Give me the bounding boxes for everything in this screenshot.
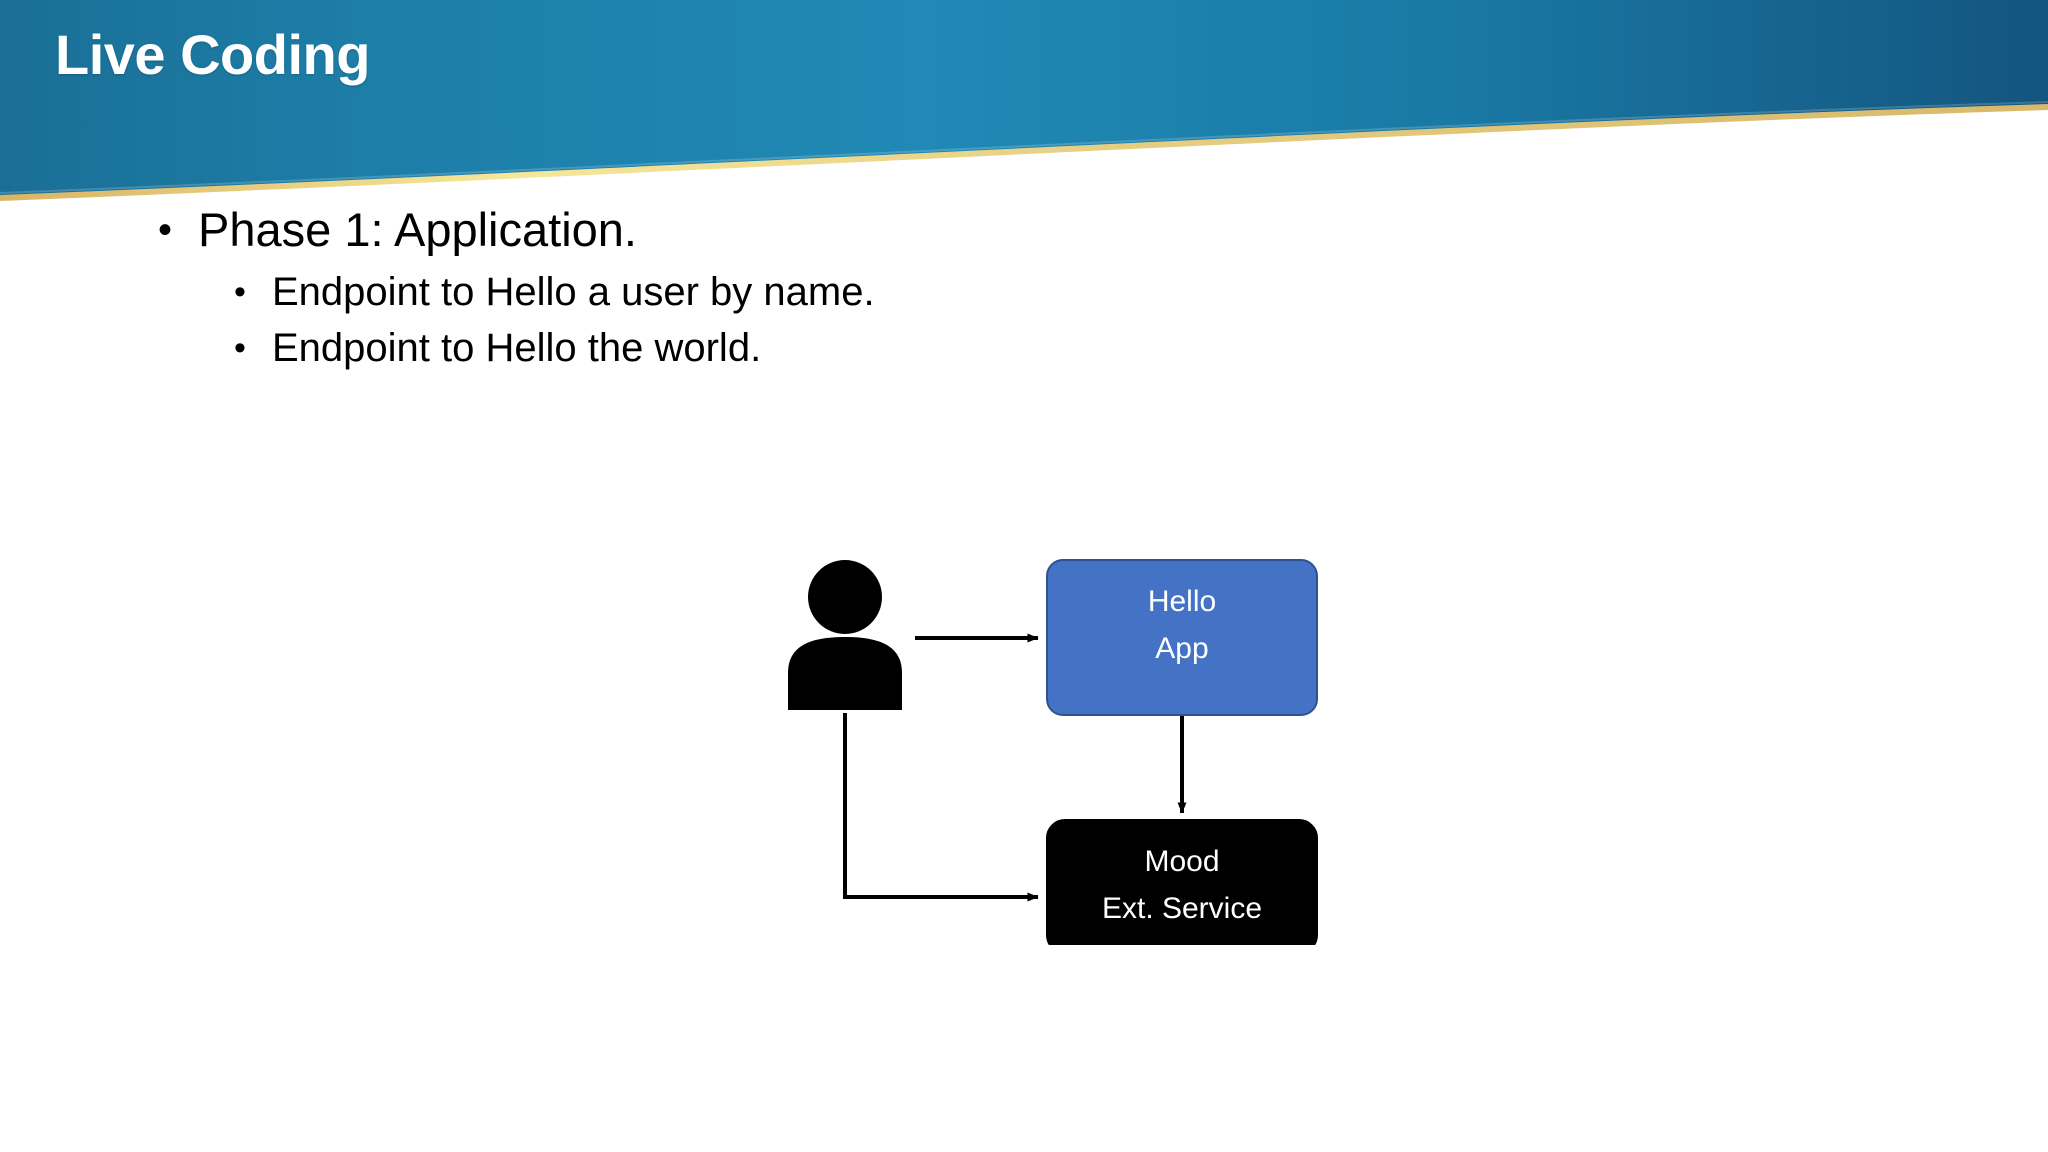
bullet-level2-text: Endpoint to Hello a user by name.: [272, 270, 875, 315]
banner-fill: [0, 0, 2048, 196]
banner-accent-highlight: [0, 101, 2048, 194]
node-hello-app-box[interactable]: [1046, 559, 1318, 716]
node-mood-ext-service[interactable]: Mood Ext. Service: [1046, 819, 1318, 945]
node-hello-app-label-line2: App: [1155, 632, 1208, 665]
content-body: • Phase 1: Application. • Endpoint to He…: [0, 200, 2048, 378]
node-mood-ext-service-label-line1: Mood: [1144, 845, 1219, 878]
page-title: Live Coding: [55, 23, 370, 86]
bullet-level2-text: Endpoint to Hello the world.: [272, 326, 762, 371]
bullet-glyph: •: [234, 273, 246, 312]
architecture-diagram: Hello App Mood Ext. Service: [760, 525, 1360, 945]
bullet-glyph: •: [234, 329, 246, 368]
node-hello-app[interactable]: Hello App: [1046, 559, 1318, 716]
node-mood-ext-service-box[interactable]: [1046, 819, 1318, 945]
node-mood-ext-service-label-line2: Ext. Service: [1102, 892, 1262, 925]
bullet-glyph: •: [158, 208, 173, 252]
header-banner: Live Coding: [0, 0, 2048, 215]
edge-actor-to-mood-service: [843, 713, 1039, 902]
bullet-level2-item: • Endpoint to Hello a user by name.: [0, 266, 2048, 318]
node-hello-app-label-line1: Hello: [1148, 585, 1216, 618]
banner-accent-line: [0, 104, 2048, 201]
bullet-level1-item: • Phase 1: Application.: [0, 200, 2048, 260]
bullet-level2-item: • Endpoint to Hello the world.: [0, 322, 2048, 374]
bullet-level1-text: Phase 1: Application.: [198, 203, 637, 256]
banner-shape: [0, 0, 2048, 201]
person-icon: [788, 560, 902, 710]
